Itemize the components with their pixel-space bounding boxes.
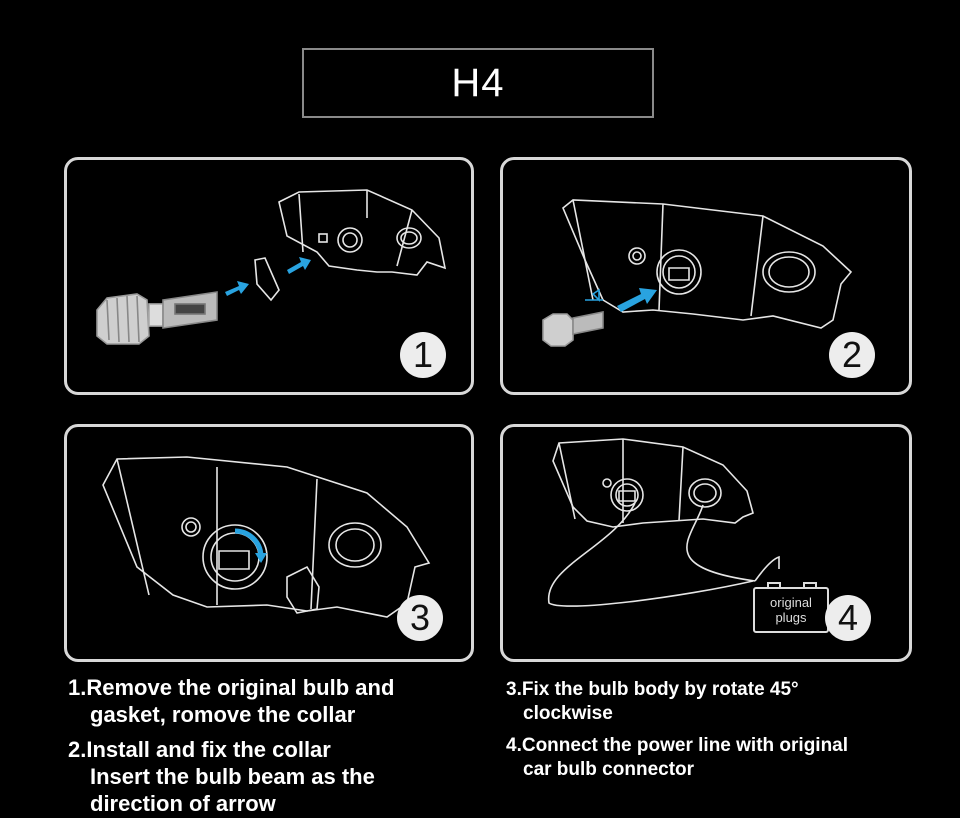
page-title: H4 bbox=[451, 60, 505, 105]
step-number-2: 2 bbox=[829, 332, 875, 378]
arrow-icon bbox=[287, 257, 311, 274]
step-number-4: 4 bbox=[825, 595, 871, 641]
arrow-icon bbox=[225, 281, 249, 296]
instruction-step-2: 2.Install and fix the collar Insert the … bbox=[68, 737, 375, 816]
step-panel-4: original plugs 4 bbox=[500, 424, 912, 662]
original-plugs-connector: original plugs bbox=[753, 582, 829, 633]
step-panel-2: 2 bbox=[500, 157, 912, 395]
instruction-step-1: 1.Remove the original bulb and gasket, r… bbox=[68, 675, 395, 727]
arrow-icon bbox=[617, 288, 657, 312]
power-cable bbox=[548, 502, 754, 607]
instructions-left: 1.Remove the original bulb and gasket, r… bbox=[68, 674, 488, 817]
headlight-housing bbox=[552, 438, 754, 528]
instruction-step-3: 3.Fix the bulb body by rotate 45° clockw… bbox=[506, 679, 799, 724]
instruction-step-4: 4.Connect the power line with original c… bbox=[506, 735, 849, 780]
arrow-icon bbox=[585, 288, 603, 302]
step-number-1: 1 bbox=[400, 332, 446, 378]
plug-label-line1: original bbox=[770, 595, 812, 610]
headlight-housing bbox=[562, 199, 853, 329]
step-panel-3: 3 bbox=[64, 424, 474, 662]
instructions-right: 3.Fix the bulb body by rotate 45° clockw… bbox=[506, 678, 926, 782]
title-box: H4 bbox=[302, 48, 654, 118]
step2-illustration bbox=[542, 199, 853, 347]
step-panel-1: 1 bbox=[64, 157, 474, 395]
step1-illustration bbox=[96, 189, 447, 345]
rotate-arrow-icon bbox=[234, 528, 264, 556]
gasket bbox=[254, 257, 280, 302]
led-bulb bbox=[96, 293, 150, 345]
plug-label-line2: plugs bbox=[775, 610, 807, 625]
step-number-3: 3 bbox=[397, 595, 443, 641]
headlight-housing bbox=[278, 189, 447, 276]
step4-illustration bbox=[548, 438, 780, 607]
led-bulb bbox=[542, 313, 574, 347]
